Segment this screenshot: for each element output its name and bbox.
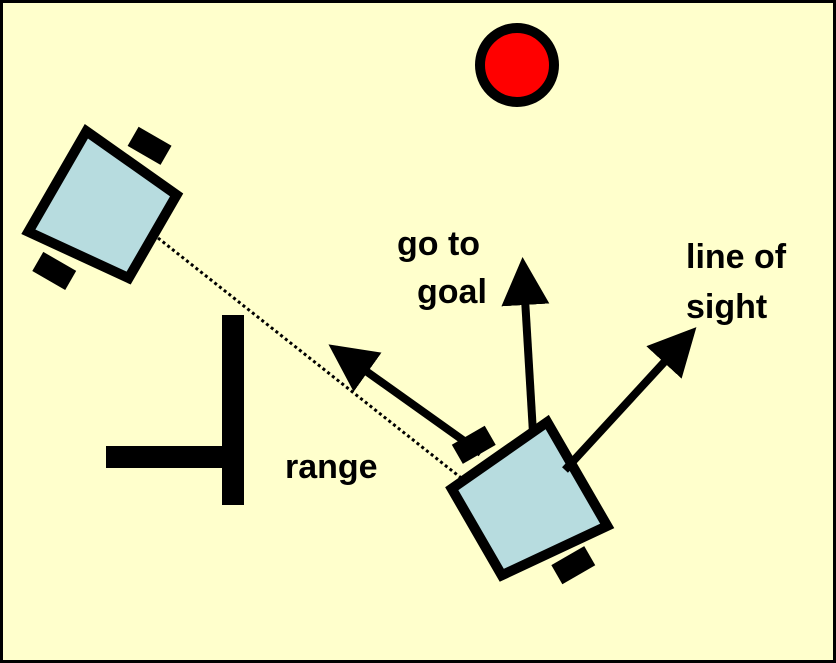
- range-arrow: [328, 344, 484, 457]
- label-range: range: [285, 448, 378, 486]
- dotted-sight-line: [157, 236, 466, 483]
- goal-marker: [475, 23, 559, 107]
- other-robot: [21, 124, 184, 290]
- diagram-canvas: go to goal line of sight range: [21, 23, 787, 585]
- main-robot: [445, 414, 615, 585]
- go-to-goal-arrow: [501, 257, 550, 434]
- line-of-sight-arrow: [562, 327, 697, 473]
- label-line-of-sight-line1: line of: [686, 238, 787, 276]
- label-go-to-goal-line1: go to: [397, 225, 480, 263]
- label-line-of-sight-line2: sight: [686, 288, 767, 326]
- obstacle-wall: [106, 315, 244, 505]
- label-go-to-goal-line2: goal: [417, 273, 487, 311]
